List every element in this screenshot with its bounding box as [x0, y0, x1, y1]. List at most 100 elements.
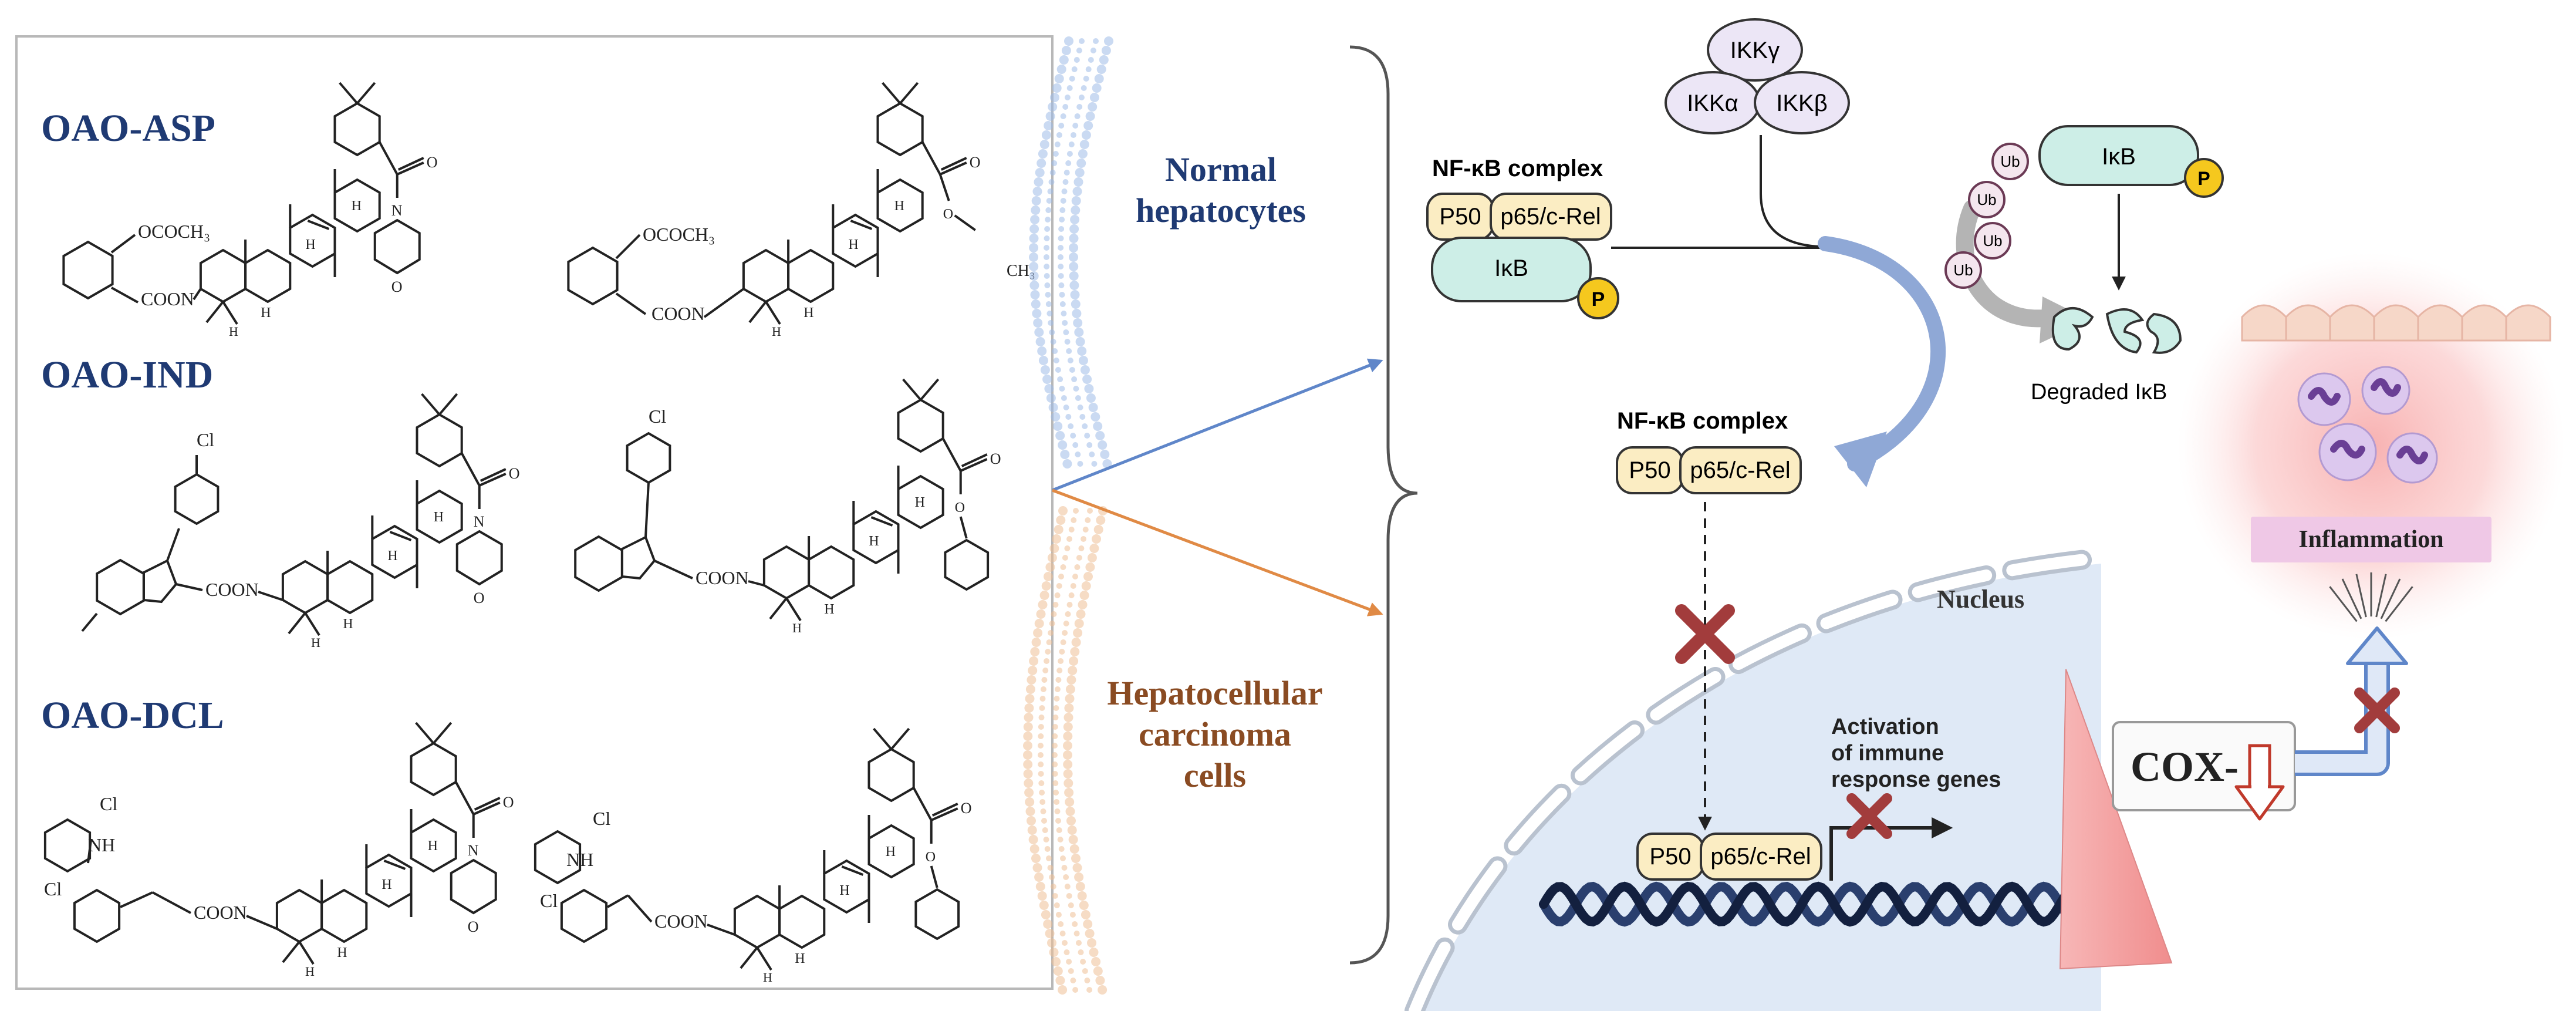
aspirin-ring [62, 240, 114, 300]
membrane-bead [1085, 562, 1095, 572]
membrane-bead [1059, 386, 1065, 392]
membrane-bead [1093, 38, 1099, 44]
membrane-bead [1056, 827, 1062, 833]
membrane-bead [1069, 367, 1075, 373]
methyl [890, 727, 910, 750]
membrane-bead [1052, 534, 1061, 544]
membrane-bead [1065, 160, 1072, 166]
membrane-bead [1029, 243, 1039, 252]
ub-4-label: Ub [1953, 261, 1973, 279]
membrane-bead [1081, 85, 1087, 91]
membrane-bead [1033, 318, 1043, 328]
membrane-bead [1076, 609, 1086, 619]
membrane-bead [1086, 987, 1093, 993]
membrane-bead [1099, 55, 1109, 65]
membrane-bead [1061, 46, 1071, 55]
membrane-bead [1047, 553, 1057, 562]
membrane-bead [1066, 893, 1072, 899]
membrane-bead [1072, 987, 1079, 993]
cox-label: COX- [2131, 743, 2239, 790]
ikk-connector [1760, 135, 1820, 248]
bond [959, 516, 968, 539]
membrane-bead [1066, 348, 1072, 354]
membrane-bead [1042, 375, 1052, 384]
nfkb-complex-title-top: NF-κB complex [1432, 156, 1603, 181]
membrane-bead [1058, 282, 1065, 288]
membrane-bead [1071, 376, 1078, 382]
p65-mid [1679, 446, 1802, 494]
methyl [756, 946, 772, 971]
membrane-bead [1061, 188, 1068, 194]
membrane-bead [1078, 600, 1088, 609]
membrane-bead [1052, 151, 1059, 157]
membrane-bead [1093, 422, 1103, 431]
membrane-bead [1045, 207, 1052, 213]
membrane-bead [1055, 431, 1065, 440]
bond [460, 453, 481, 486]
membrane-bead [1038, 149, 1048, 159]
membrane-bead [1046, 311, 1053, 316]
bond [748, 580, 765, 587]
cancer-label-3: cells [1184, 756, 1246, 794]
membrane-bead [1066, 959, 1072, 965]
double-bond [870, 516, 893, 527]
bond [644, 482, 650, 538]
membrane-bead [1046, 393, 1056, 403]
membrane-bead [1064, 36, 1073, 46]
activation-line-3: response genes [1831, 767, 2001, 792]
compound-label-dcl: OAO-DCL [41, 694, 224, 737]
membrane-bead [1073, 386, 1079, 392]
release-arrow-head [1834, 432, 1887, 487]
membrane-bead [1052, 752, 1058, 758]
membrane-bead [1055, 367, 1061, 373]
membrane-bead [1052, 771, 1058, 777]
membrane-bead [1048, 403, 1058, 412]
membrane-bead [1059, 301, 1066, 307]
arrow-to-cancer [1052, 488, 1383, 616]
inflammation-label-box [2251, 517, 2491, 562]
membrane-bead [1047, 938, 1056, 948]
membrane-bead [1044, 658, 1050, 664]
ikk-gamma-shape [1707, 18, 1803, 82]
membrane-bead [1077, 405, 1083, 410]
membrane-bead [1086, 393, 1096, 403]
membrane-bead [1065, 797, 1075, 807]
membrane-bead [1045, 217, 1051, 223]
membrane-bead [1089, 93, 1099, 102]
normal-label-1: Normal [1165, 150, 1277, 188]
epithelial-cell [2505, 304, 2551, 342]
bond [111, 287, 139, 304]
epithelial-cell [2461, 304, 2507, 342]
membrane-bead [1046, 639, 1052, 645]
membrane-bead [1084, 978, 1091, 983]
membrane-bead [1069, 262, 1079, 271]
membrane-bead [1052, 743, 1058, 749]
methyl [288, 612, 306, 635]
membrane-bead [1070, 433, 1076, 439]
membrane-bead [1077, 461, 1083, 467]
membrane-bead [1070, 132, 1076, 138]
membrane-bead [1031, 205, 1041, 215]
skeleton-ring [876, 102, 924, 157]
membrane-bead [1061, 395, 1067, 401]
methyl [765, 301, 781, 325]
phospho-ub [2184, 158, 2224, 198]
membrane-bead [1053, 422, 1063, 431]
membrane-bead [1046, 198, 1052, 204]
o-label: O [427, 154, 438, 171]
asp-right-sub2: COON [651, 303, 705, 324]
membrane-bead [1096, 65, 1106, 74]
membrane-bead [1085, 929, 1095, 938]
epithelial-cell [2373, 304, 2419, 342]
membrane-bead [1056, 515, 1066, 525]
membrane-bead [1064, 884, 1071, 889]
membrane-bead [1029, 234, 1039, 243]
membrane-bead [1079, 38, 1085, 44]
ubiquitination-arrow [1956, 200, 2063, 328]
normal-label-2: hepatocytes [1136, 191, 1306, 230]
bond [912, 787, 933, 821]
membrane-bead [1023, 741, 1032, 750]
dcl-cl-top-left: Cl [100, 793, 117, 814]
membrane-bead [1076, 555, 1082, 561]
bond [152, 891, 191, 914]
